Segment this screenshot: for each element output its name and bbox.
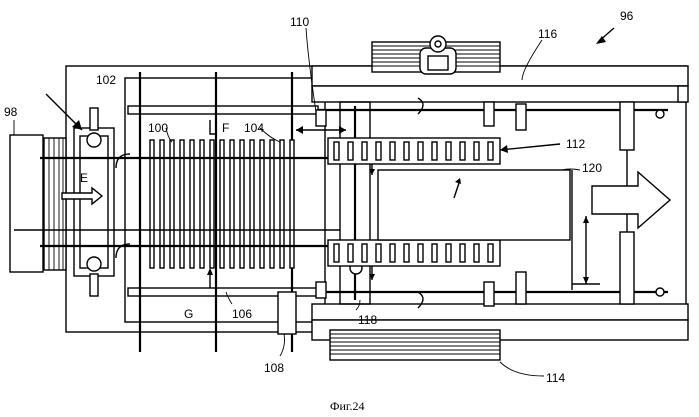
comb-tooth	[190, 140, 194, 268]
top-rail-lower	[312, 86, 686, 102]
right-vert-arrow-down	[583, 277, 589, 284]
unit-102-hook-top	[116, 154, 130, 168]
comb-112-tooth	[488, 244, 493, 262]
comb-tooth	[160, 140, 164, 268]
comb-tooth	[270, 140, 274, 268]
label-118: 118	[358, 313, 377, 327]
label-E: E	[80, 171, 88, 185]
right-vert-arrow-up	[583, 216, 589, 223]
comb-112-tooth	[460, 142, 465, 160]
label-100: 100	[148, 121, 168, 135]
carriage-arrow-right	[339, 126, 346, 134]
right-post-top	[620, 102, 634, 150]
comb-tooth	[260, 140, 264, 268]
comb-tooth	[180, 140, 184, 268]
comb-112-tooth	[348, 142, 353, 160]
label-114: 114	[546, 371, 565, 385]
device-98-box	[10, 135, 43, 272]
element-108-bar	[278, 292, 296, 334]
leader-114	[500, 362, 544, 376]
label-98: 98	[4, 105, 18, 119]
top-rail-end	[678, 86, 688, 102]
comb-112-tooth	[362, 244, 367, 262]
comb-112-tooth	[446, 142, 451, 160]
bottom-conveyor-stack	[330, 330, 500, 360]
unit-102-bottom-post	[90, 274, 98, 296]
comb-112-tooth	[390, 142, 395, 160]
comb-112-tooth	[334, 142, 339, 160]
comb-112-tooth	[390, 244, 395, 262]
comb-tooth	[240, 140, 244, 268]
figure-caption: Фиг.24	[330, 399, 364, 413]
comb-tooth	[280, 140, 284, 268]
comb-112-tooth	[404, 142, 409, 160]
label-104: 104	[244, 121, 264, 135]
label-108: 108	[264, 361, 284, 375]
unit-102-bottom-wheel	[87, 257, 101, 271]
leader-120	[562, 169, 580, 170]
comb-tooth	[200, 140, 204, 268]
stack-120	[378, 170, 570, 240]
comb-112-tooth	[474, 142, 479, 160]
comb-tooth	[170, 140, 174, 268]
comb-112-tooth	[488, 142, 493, 160]
unit-102-top-post	[90, 108, 98, 130]
comb-112-tooth	[404, 244, 409, 262]
arrow-112-head	[500, 145, 508, 153]
comb-teeth	[150, 140, 294, 268]
label-106: 106	[232, 307, 252, 321]
comb-tooth	[290, 140, 294, 268]
comb-112-tooth	[460, 244, 465, 262]
upper-bar-left	[128, 106, 318, 114]
label-102: 102	[96, 73, 116, 87]
comb-tooth	[210, 140, 214, 268]
label-120: 120	[582, 161, 602, 175]
comb-112-tooth	[334, 244, 339, 262]
label-96: 96	[620, 9, 634, 23]
label-116: 116	[538, 27, 557, 41]
right-post-bottom	[620, 232, 634, 304]
comb-tooth	[230, 140, 234, 268]
comb-112-tooth	[474, 244, 479, 262]
output-arrow	[592, 172, 670, 228]
comb-112-tooth	[446, 244, 451, 262]
marker-G-head	[207, 268, 213, 275]
comb-tooth	[220, 140, 224, 268]
comb-tooth	[150, 140, 154, 268]
comb-112-tooth	[418, 244, 423, 262]
label-G: G	[184, 307, 193, 321]
comb-tooth	[250, 140, 254, 268]
comb-112-tooth	[432, 244, 437, 262]
comb-112-tooth	[376, 244, 381, 262]
label-F: F	[222, 121, 229, 135]
arrow-E	[62, 188, 102, 204]
carriage-arrow-left	[296, 126, 303, 134]
label-110: 110	[290, 15, 309, 29]
comb-112-tooth	[362, 142, 367, 160]
comb-112-tooth	[432, 142, 437, 160]
unit-102-top-wheel	[87, 133, 101, 147]
comb-112-tooth	[348, 244, 353, 262]
comb-112-tooth	[418, 142, 423, 160]
comb-112-tooth	[376, 142, 381, 160]
leader-108	[280, 334, 285, 356]
arrow-112-line	[500, 144, 560, 150]
label-112: 112	[566, 137, 585, 151]
